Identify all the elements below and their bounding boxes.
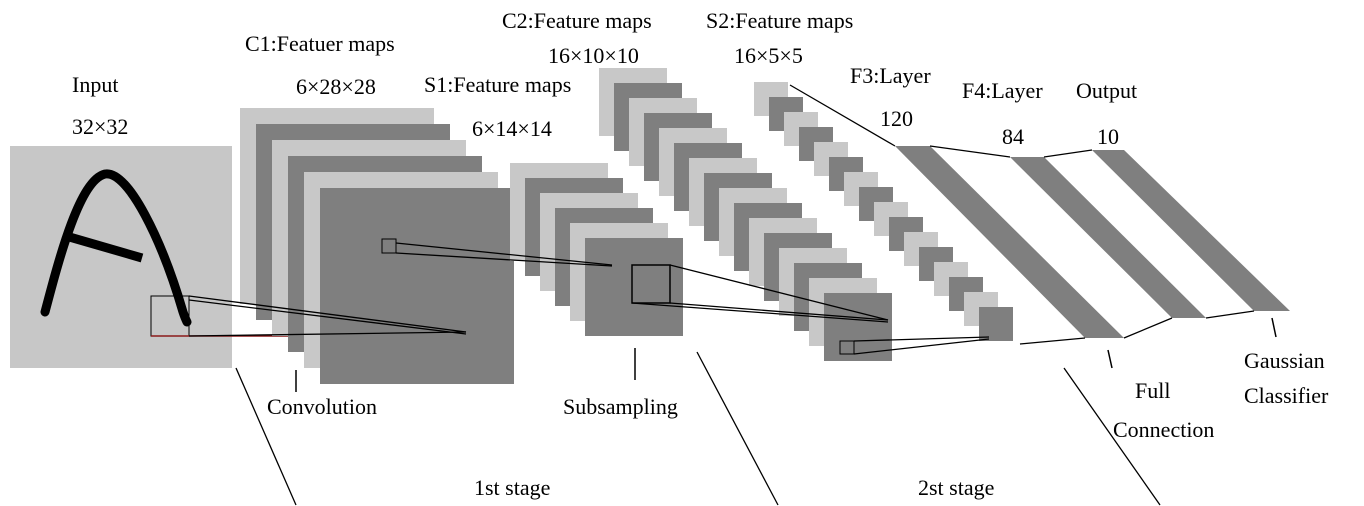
s1-label: S1:Feature maps	[424, 72, 571, 97]
c1-receptive-field	[381, 238, 397, 254]
c1-dims-label: 6×28×28	[296, 74, 376, 99]
f3-layer-band	[895, 146, 1124, 338]
convolution-label: Convolution	[267, 394, 377, 419]
s2-dims-label: 16×5×5	[734, 43, 803, 68]
s1-feature-map-6	[585, 238, 683, 336]
f4-label: F4:Layer	[962, 78, 1043, 103]
operation-tick-marks	[295, 317, 1277, 392]
c2-label: C2:Feature maps	[502, 8, 652, 33]
output-label: Output	[1076, 78, 1137, 103]
output-dims-label: 10	[1097, 124, 1119, 149]
f4-layer-band	[1010, 157, 1206, 318]
s2-label: S2:Feature maps	[706, 8, 853, 33]
input-label: Input	[72, 72, 118, 97]
input-dims-label: 32×32	[72, 114, 128, 139]
f4-dims-label: 84	[1002, 124, 1024, 149]
c1-feature-map-stack	[240, 108, 514, 384]
c2-feature-map-stack	[599, 68, 892, 361]
second-stage-label: 2st stage	[918, 475, 994, 500]
handwritten-letter-a	[40, 169, 192, 327]
s2-feature-map-16	[979, 307, 1013, 341]
c2-dims-label: 16×10×10	[548, 43, 639, 68]
c1-feature-map-6	[320, 188, 514, 384]
full-connection-label-line1: Full	[1135, 378, 1170, 403]
stage-divider-lines	[235, 351, 1161, 506]
c1-label: C1:Featuer maps	[245, 31, 395, 56]
c2-feature-map-16	[824, 293, 892, 361]
gaussian-classifier-label-line2: Classifier	[1244, 383, 1329, 408]
s1-feature-map-stack	[510, 163, 683, 336]
first-stage-label: 1st stage	[474, 475, 550, 500]
s1-receptive-field	[631, 264, 671, 304]
f3-dims-label: 120	[880, 106, 913, 131]
subsampling-label: Subsampling	[563, 394, 678, 419]
f3-label: F3:Layer	[850, 63, 931, 88]
projection-lines	[188, 84, 1255, 355]
c2-receptive-field	[839, 340, 855, 355]
full-connection-label-line2: Connection	[1113, 417, 1214, 442]
s2-feature-map-stack	[754, 82, 1013, 341]
s1-dims-label: 6×14×14	[472, 116, 552, 141]
gaussian-classifier-label-line1: Gaussian	[1244, 348, 1325, 373]
output-layer-band	[1092, 150, 1290, 311]
